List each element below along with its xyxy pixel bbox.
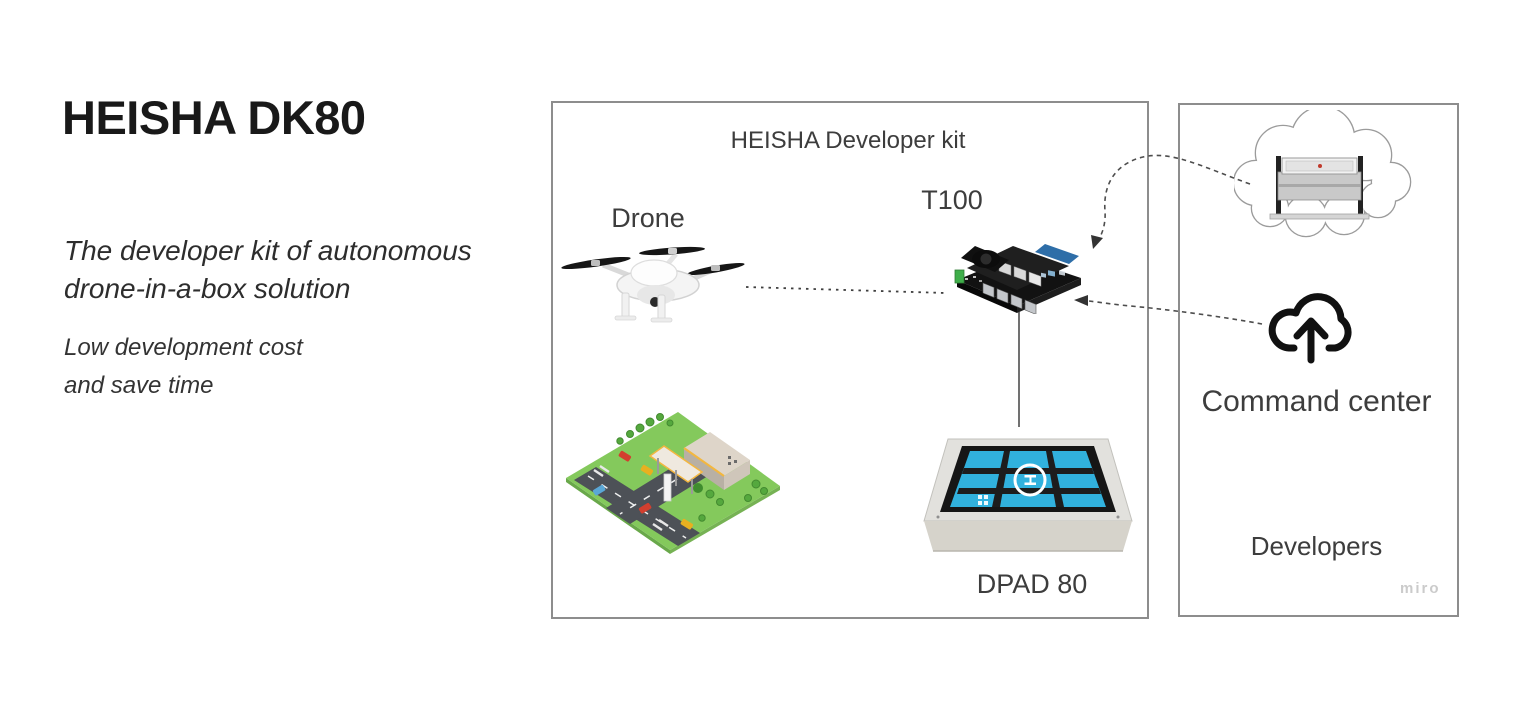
developers-label: Developers	[1250, 531, 1383, 561]
tagline-line-2: and save time	[64, 372, 214, 399]
city-map-image	[566, 412, 780, 554]
t100-board-image	[954, 244, 1081, 314]
tagline-line-1: Low development cost	[64, 334, 303, 361]
dpad-label: DPAD 80	[976, 569, 1088, 599]
product-title: HEISHA DK80	[62, 91, 366, 144]
drone-image	[561, 246, 745, 323]
cloud-outline-icon	[1234, 110, 1412, 238]
command-center-label: Command center	[1201, 385, 1432, 418]
product-subtitle: The developer kit of autonomous drone-in…	[64, 232, 472, 307]
dpad-image: H	[923, 438, 1133, 552]
t100-label: T100	[921, 185, 983, 215]
drone-label: Drone	[611, 203, 685, 233]
miro-watermark[interactable]: miro	[1400, 580, 1441, 597]
cloud-upload-icon	[1268, 293, 1352, 364]
product-subtitle-line-2: drone-in-a-box solution	[64, 272, 351, 304]
dpad-h-marking: H	[1021, 474, 1040, 486]
product-subtitle-line-1: The developer kit of autonomous	[64, 235, 472, 266]
developer-kit-box-title: HEISHA Developer kit	[730, 127, 966, 154]
dock-station-image	[1269, 156, 1370, 220]
